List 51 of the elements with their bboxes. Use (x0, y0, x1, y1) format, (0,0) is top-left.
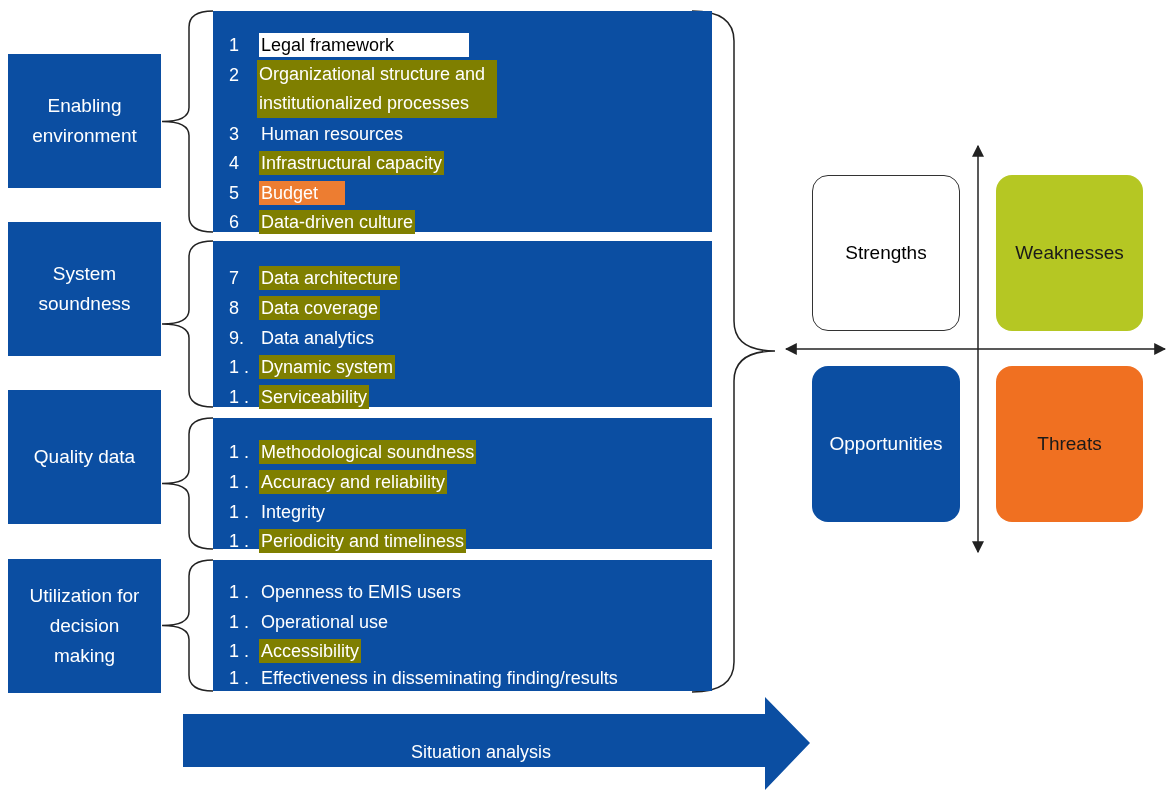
item-number: 9. (229, 327, 244, 350)
quadrant-box: Opportunities (812, 366, 960, 522)
list-item: Human resources (259, 122, 406, 146)
item-number: 1 . (229, 441, 249, 464)
list-item: Infrastructural capacity (259, 151, 445, 175)
list-item: Operational use (259, 610, 391, 634)
item-number: 4 (229, 152, 239, 175)
arrow-label: Situation analysis (411, 742, 552, 763)
item-number: 1 . (229, 356, 249, 379)
item-number: 1 . (229, 581, 249, 604)
list-item: Data architecture (259, 266, 401, 290)
list-item: Openness to EMIS users (259, 580, 464, 604)
list-panel (213, 560, 712, 691)
category-box: Enabling environment (8, 54, 161, 188)
item-number: 1 . (229, 611, 249, 634)
item-number: 8 (229, 297, 239, 320)
item-number: 1 . (229, 530, 249, 553)
list-item: Serviceability (259, 385, 370, 409)
list-item: Data coverage (259, 296, 381, 320)
list-panel (213, 11, 712, 232)
list-item: Data-driven culture (259, 210, 416, 234)
list-item: Budget (259, 181, 345, 205)
list-item: Accuracy and reliability (259, 470, 448, 494)
list-panel (213, 241, 712, 407)
category-box: Utilization for decision making (8, 559, 161, 693)
item-number: 3 (229, 123, 239, 146)
item-number: 7 (229, 267, 239, 290)
quadrant-box: Weaknesses (996, 175, 1143, 331)
category-box: Quality data (8, 390, 161, 524)
item-number: 1 . (229, 471, 249, 494)
item-number: 6 (229, 211, 239, 234)
quadrant-box: Threats (996, 366, 1143, 522)
item-number: 1 . (229, 386, 249, 409)
block-arrow (183, 697, 810, 790)
list-item: Legal framework (259, 33, 469, 57)
item-number: 2 (229, 64, 239, 87)
list-item: Integrity (259, 500, 328, 524)
quadrant-box: Strengths (812, 175, 960, 331)
list-item: Data analytics (259, 326, 377, 350)
list-item: Effectiveness in disseminating finding/results (259, 666, 620, 690)
category-box: System soundness (8, 222, 161, 356)
list-item: Dynamic system (259, 355, 396, 379)
list-item: Organizational structure and institutionalized processes (257, 60, 497, 118)
item-number: 1 (229, 34, 239, 57)
item-number: 1 . (229, 640, 249, 663)
list-item: Periodicity and timeliness (259, 529, 467, 553)
item-number: 5 (229, 182, 239, 205)
list-item: Methodological soundness (259, 440, 477, 464)
item-number: 1 . (229, 501, 249, 524)
item-number: 1 . (229, 667, 249, 690)
list-item: Accessibility (259, 639, 362, 663)
